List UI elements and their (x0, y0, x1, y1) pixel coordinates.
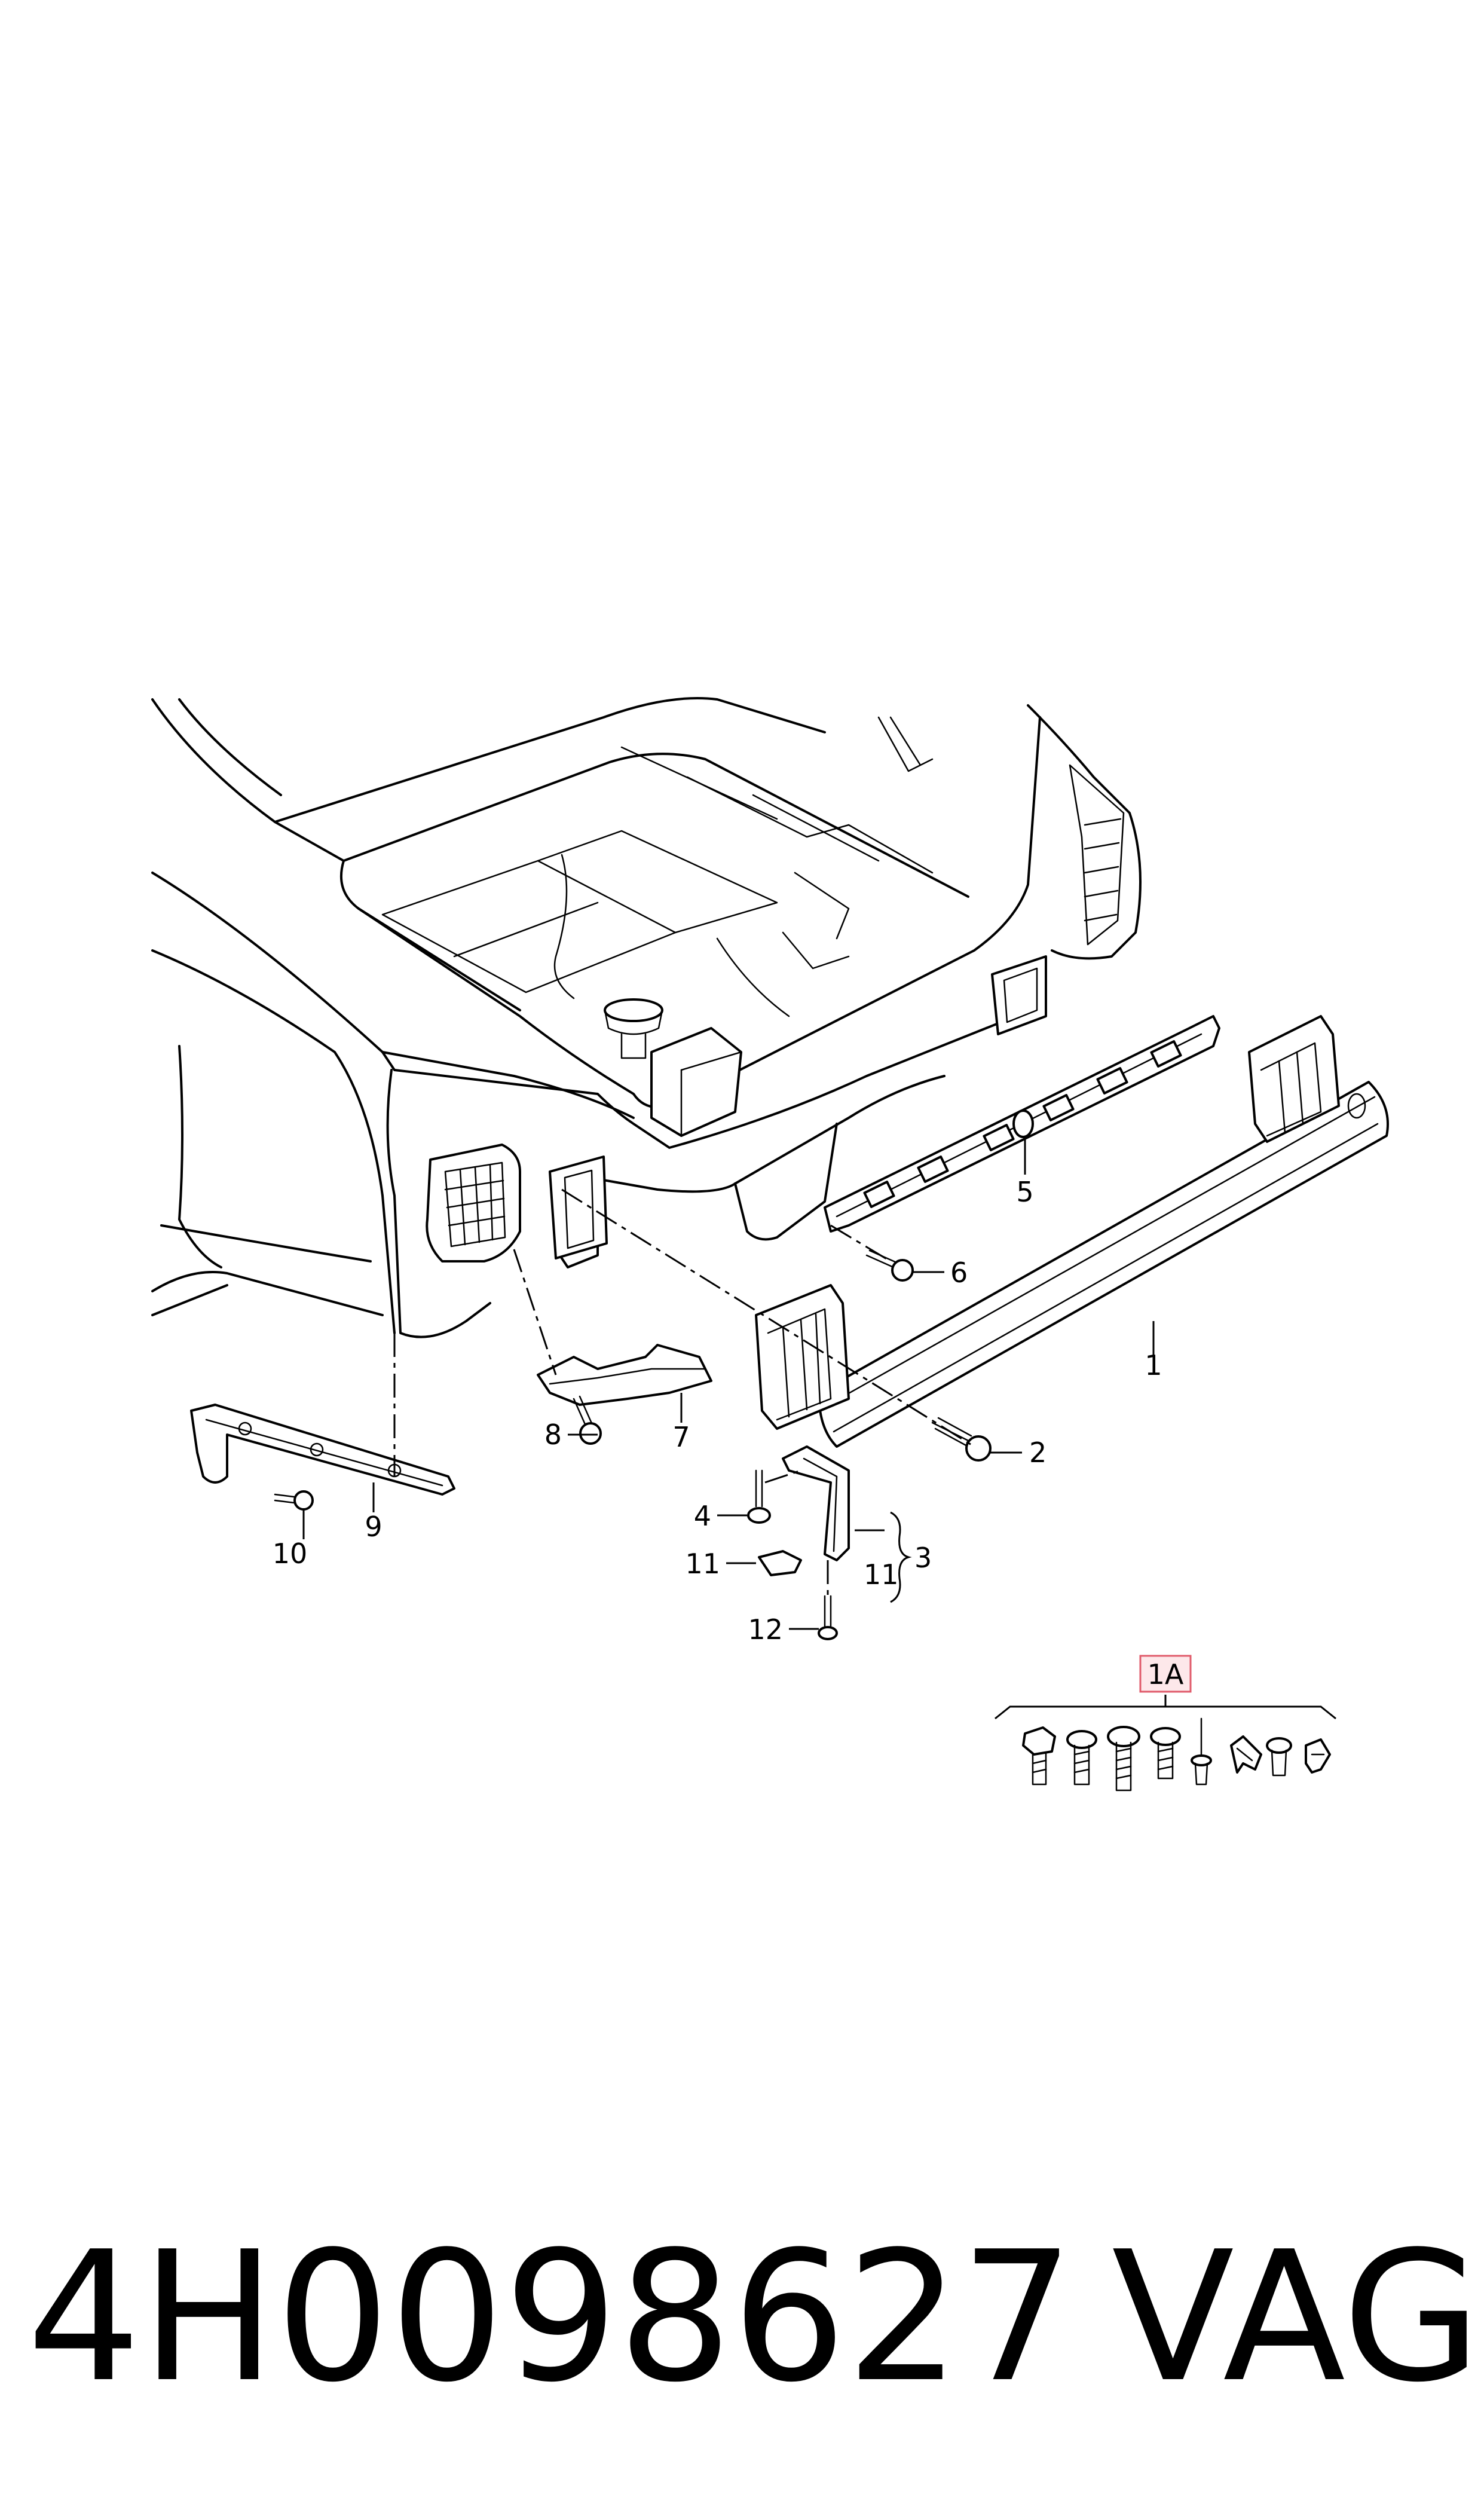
screw-part-10 (274, 1490, 314, 1511)
part-1a-small-parts-kit (995, 1695, 1336, 1792)
screw-part-6 (865, 1249, 914, 1282)
part-5-mounting-strip (824, 1015, 1220, 1233)
leader-lines (302, 1136, 1155, 1630)
kit-screw-4 (1150, 1727, 1181, 1780)
kit-bolt-1 (1022, 1726, 1056, 1786)
kit-clip-7 (1266, 1737, 1292, 1777)
callout-8: 8 (544, 1419, 562, 1451)
callout-1a-box (1139, 1655, 1192, 1693)
callout-1: 1 (1145, 1349, 1162, 1381)
part-number: 4H0098627 (27, 2213, 1075, 2422)
callout-9: 9 (365, 1511, 382, 1543)
callout-labels: 1 2 5 6 7 8 9 10 4 11 11 3 12 1A (273, 1176, 1192, 1693)
kit-bolt-2 (1066, 1730, 1097, 1786)
part-3-mounting-bracket (782, 1445, 850, 1561)
screw-part-12 (818, 1595, 838, 1640)
callout-5: 5 (1016, 1176, 1033, 1208)
kit-rivet-5 (1191, 1717, 1212, 1786)
callout-6: 6 (950, 1257, 968, 1289)
callout-7: 7 (672, 1421, 690, 1453)
nut-part-11 (758, 1550, 802, 1576)
kit-screw-3 (1107, 1726, 1140, 1792)
screw-part-4 (747, 1469, 771, 1524)
car-rear-body (151, 697, 1142, 1338)
part-1-bumper-bar (755, 1015, 1389, 1448)
kit-clip-6 (1230, 1735, 1262, 1774)
assembly-lines (393, 1188, 975, 1596)
callout-1a: 1A (1148, 1658, 1184, 1690)
kit-clip-8 (1305, 1738, 1331, 1774)
callout-3: 3 (914, 1542, 932, 1574)
callout-11-brace: 11 (864, 1558, 899, 1591)
brand-name: VAG (1112, 2213, 1481, 2422)
tail-light-housing (426, 1144, 521, 1262)
callout-4: 4 (694, 1500, 711, 1532)
screw-part-8 (573, 1395, 602, 1445)
callout-2: 2 (1029, 1436, 1047, 1469)
callout-11-nut: 11 (685, 1548, 720, 1580)
screw-part-2 (931, 1417, 992, 1462)
part-7-bracket (537, 1344, 712, 1406)
callout-12: 12 (748, 1613, 783, 1646)
callout-10: 10 (273, 1537, 308, 1570)
part-9-guide-strip (190, 1404, 455, 1496)
